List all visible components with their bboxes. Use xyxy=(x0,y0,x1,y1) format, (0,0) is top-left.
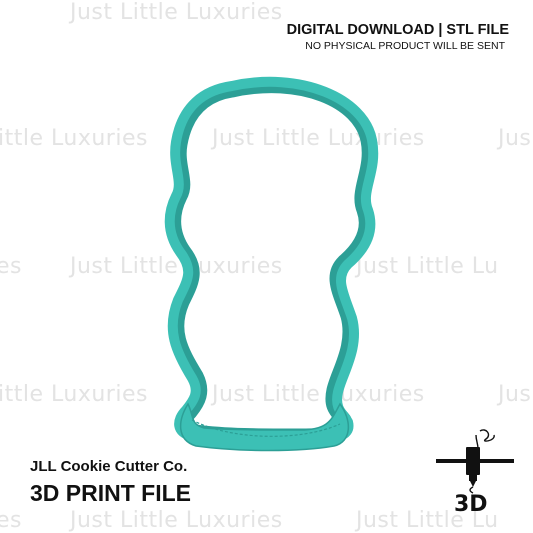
3d-printer-icon: 3D xyxy=(436,429,514,517)
download-disclaimer: NO PHYSICAL PRODUCT WILL BE SENT xyxy=(305,40,505,52)
download-title: DIGITAL DOWNLOAD | STL FILE xyxy=(286,22,509,38)
cutter-base-band xyxy=(180,402,349,452)
cutter-base-emboss xyxy=(191,419,341,437)
3d-label: 3D xyxy=(454,492,488,517)
print-file-label: 3D PRINT FILE xyxy=(30,480,192,506)
company-name: JLL Cookie Cutter Co. xyxy=(30,458,188,475)
